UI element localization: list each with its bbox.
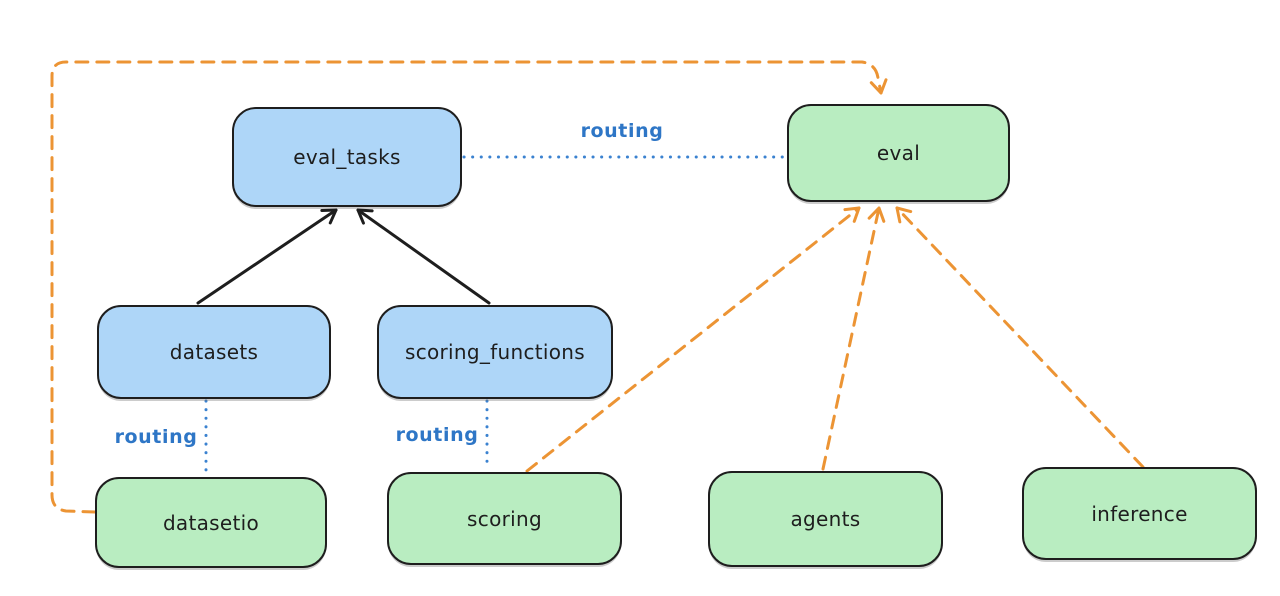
node-scoring-label: scoring xyxy=(467,506,542,531)
node-scoring: scoring xyxy=(387,472,622,565)
edge-datasets-evaltasks xyxy=(196,208,338,305)
node-datasets: datasets xyxy=(97,305,331,399)
edge-scoringfunctions-evaltasks xyxy=(356,208,491,305)
node-datasetio-label: datasetio xyxy=(162,510,260,535)
edge-label-routing-top: routing xyxy=(580,120,664,142)
node-scoring-functions: scoring_functions xyxy=(377,305,613,399)
node-datasets-label: datasets xyxy=(169,340,259,364)
node-scoring-functions-label: scoring_functions xyxy=(404,340,586,364)
edge-label-routing-left: routing xyxy=(114,426,198,448)
node-inference: inference xyxy=(1022,467,1257,560)
edge-label-routing-mid: routing xyxy=(395,424,479,446)
node-agents-label: agents xyxy=(790,507,861,531)
edge-agents-eval xyxy=(821,206,886,471)
node-agents: agents xyxy=(708,471,943,567)
node-inference-label: inference xyxy=(1091,501,1188,526)
node-eval: eval xyxy=(787,104,1010,202)
edge-inference-eval xyxy=(895,206,1145,469)
node-eval-tasks: eval_tasks xyxy=(232,107,462,207)
node-eval-label: eval xyxy=(876,141,921,165)
node-datasetio: datasetio xyxy=(95,477,327,568)
node-eval-tasks-label: eval_tasks xyxy=(293,145,401,169)
